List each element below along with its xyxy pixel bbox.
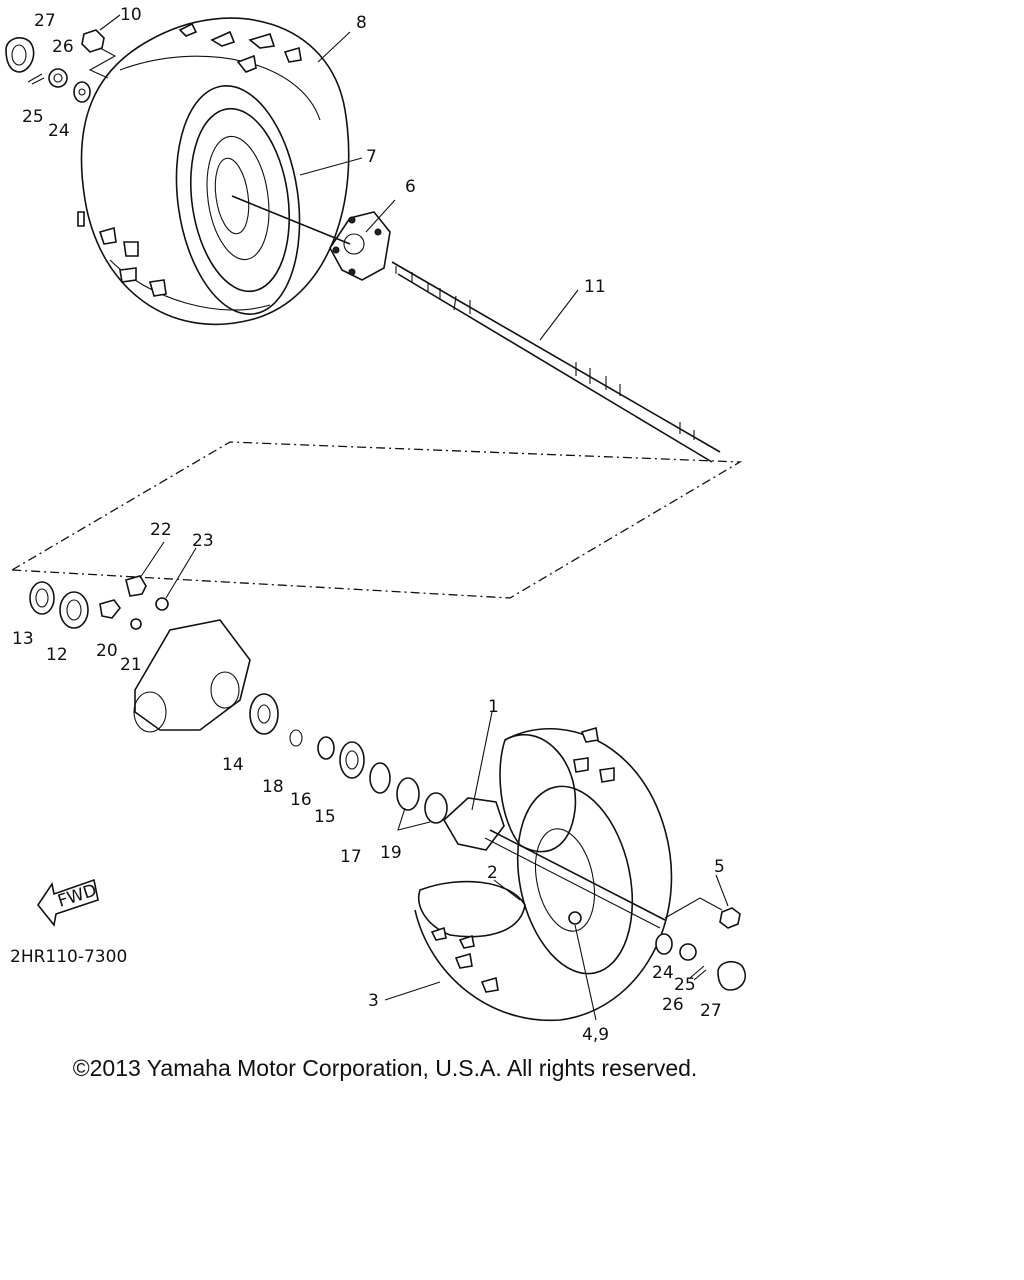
callout-27-bottom: 27 [700,1001,722,1021]
callout-7: 7 [366,147,377,167]
callout-27-top: 27 [34,11,56,31]
callout-26-bottom: 26 [662,995,684,1015]
callout-22: 22 [150,520,172,540]
callout-19: 19 [380,843,402,863]
bottom-hardware [655,897,746,991]
callout-11: 11 [584,277,606,297]
callout-20: 20 [96,641,118,661]
forward-direction-arrow: FWD [37,878,99,927]
assembly-frame-outline [9,441,743,599]
callout-3: 3 [368,991,379,1011]
callout-18: 18 [262,777,284,797]
exploded-parts-diagram: FWD 27 10 26 25 24 8 7 6 11 22 23 13 12 … [5,5,746,1045]
part-code: 2HR110-7300 [10,947,127,967]
copyright-notice: ©2013 Yamaha Motor Corporation, U.S.A. A… [72,1055,698,1081]
callout-25-top: 25 [22,107,44,127]
callout-4-9: 4,9 [582,1025,609,1045]
callout-13: 13 [12,629,34,649]
hub-and-axle [231,195,721,463]
callout-12: 12 [46,645,68,665]
callout-8: 8 [356,13,367,33]
callout-15: 15 [314,807,336,827]
callout-21: 21 [120,655,142,675]
leader-lines [99,14,729,1021]
callout-14: 14 [222,755,244,775]
final-drive-housing [29,575,505,851]
callout-6: 6 [405,177,416,197]
callout-25-bottom: 25 [674,975,696,995]
bottom-wheel-tire [414,726,673,1022]
callout-17: 17 [340,847,362,867]
callout-16: 16 [290,790,312,810]
callout-5: 5 [714,857,725,877]
callout-24-bottom: 24 [652,963,674,983]
callout-labels: 27 10 26 25 24 8 7 6 11 22 23 13 12 20 2… [10,5,725,1045]
top-wheel-tire [77,17,350,326]
callout-1: 1 [488,697,499,717]
callout-24-top: 24 [48,121,70,141]
callout-10: 10 [120,5,142,25]
callout-26-top: 26 [52,37,74,57]
callout-23: 23 [192,531,214,551]
callout-2: 2 [487,863,498,883]
top-hardware [5,29,117,103]
